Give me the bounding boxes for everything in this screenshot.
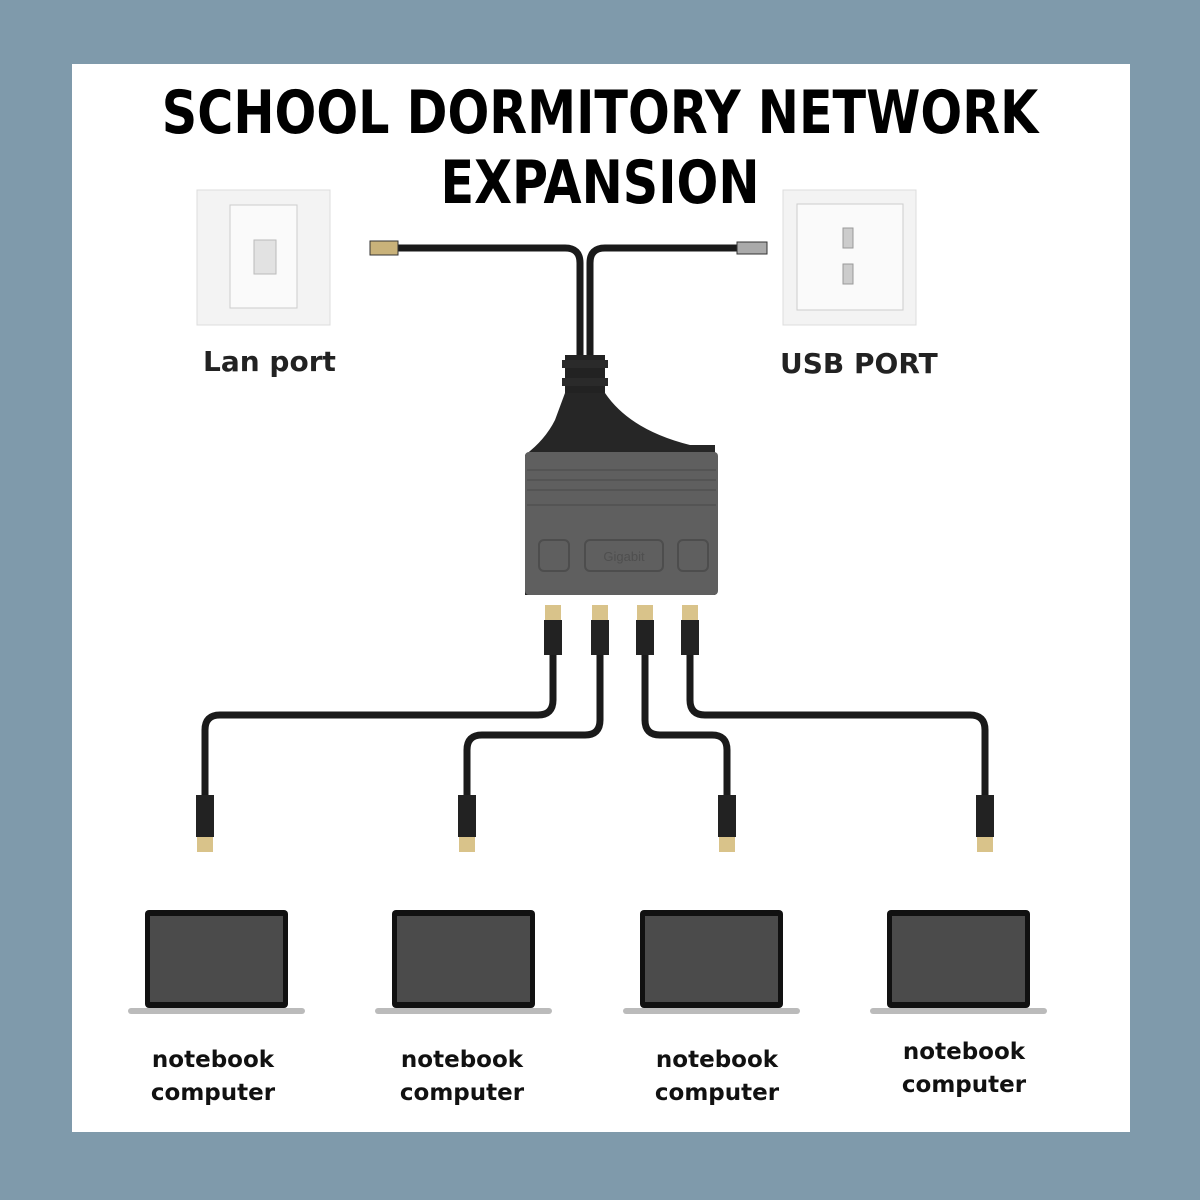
laptop-label-1: notebook computer — [113, 1044, 313, 1110]
laptop-label-4: notebook computer — [864, 1036, 1064, 1102]
input-cables — [391, 244, 744, 364]
laptop-icon — [375, 910, 552, 1014]
laptop-label-line: notebook — [902, 1039, 1026, 1065]
lan-wall-plate — [196, 189, 331, 326]
laptop-label-3: notebook computer — [617, 1044, 817, 1110]
laptop-label-line: computer — [654, 1080, 780, 1106]
lan-socket-icon — [253, 239, 277, 275]
laptop-icon — [128, 910, 305, 1014]
usb-plug-icon — [736, 241, 768, 255]
laptop-label-line: computer — [901, 1072, 1027, 1098]
laptop-label-line: notebook — [400, 1047, 524, 1073]
usb-socket-icon — [842, 263, 854, 285]
usb-port-label: USB PORT — [780, 347, 938, 380]
page-title: SCHOOL DORMITORY NETWORK EXPANSION — [161, 78, 1039, 218]
output-cables — [201, 650, 989, 800]
rj45-connectors — [196, 605, 994, 852]
laptop-label-line: computer — [399, 1080, 525, 1106]
hub-label: Gigabit — [603, 549, 645, 564]
laptop-icon — [623, 910, 800, 1014]
usb-wall-plate — [782, 189, 917, 326]
laptop-icons — [128, 910, 1047, 1014]
laptop-label-line: computer — [150, 1080, 276, 1106]
laptop-label-line: notebook — [151, 1047, 275, 1073]
usb-socket-icon — [842, 227, 854, 249]
laptop-label-line: notebook — [655, 1047, 779, 1073]
laptop-label-2: notebook computer — [362, 1044, 562, 1110]
rj45-plug-icon — [369, 240, 399, 256]
lan-port-label: Lan port — [203, 345, 336, 378]
ethernet-hub — [525, 355, 718, 595]
laptop-icon — [870, 910, 1047, 1014]
